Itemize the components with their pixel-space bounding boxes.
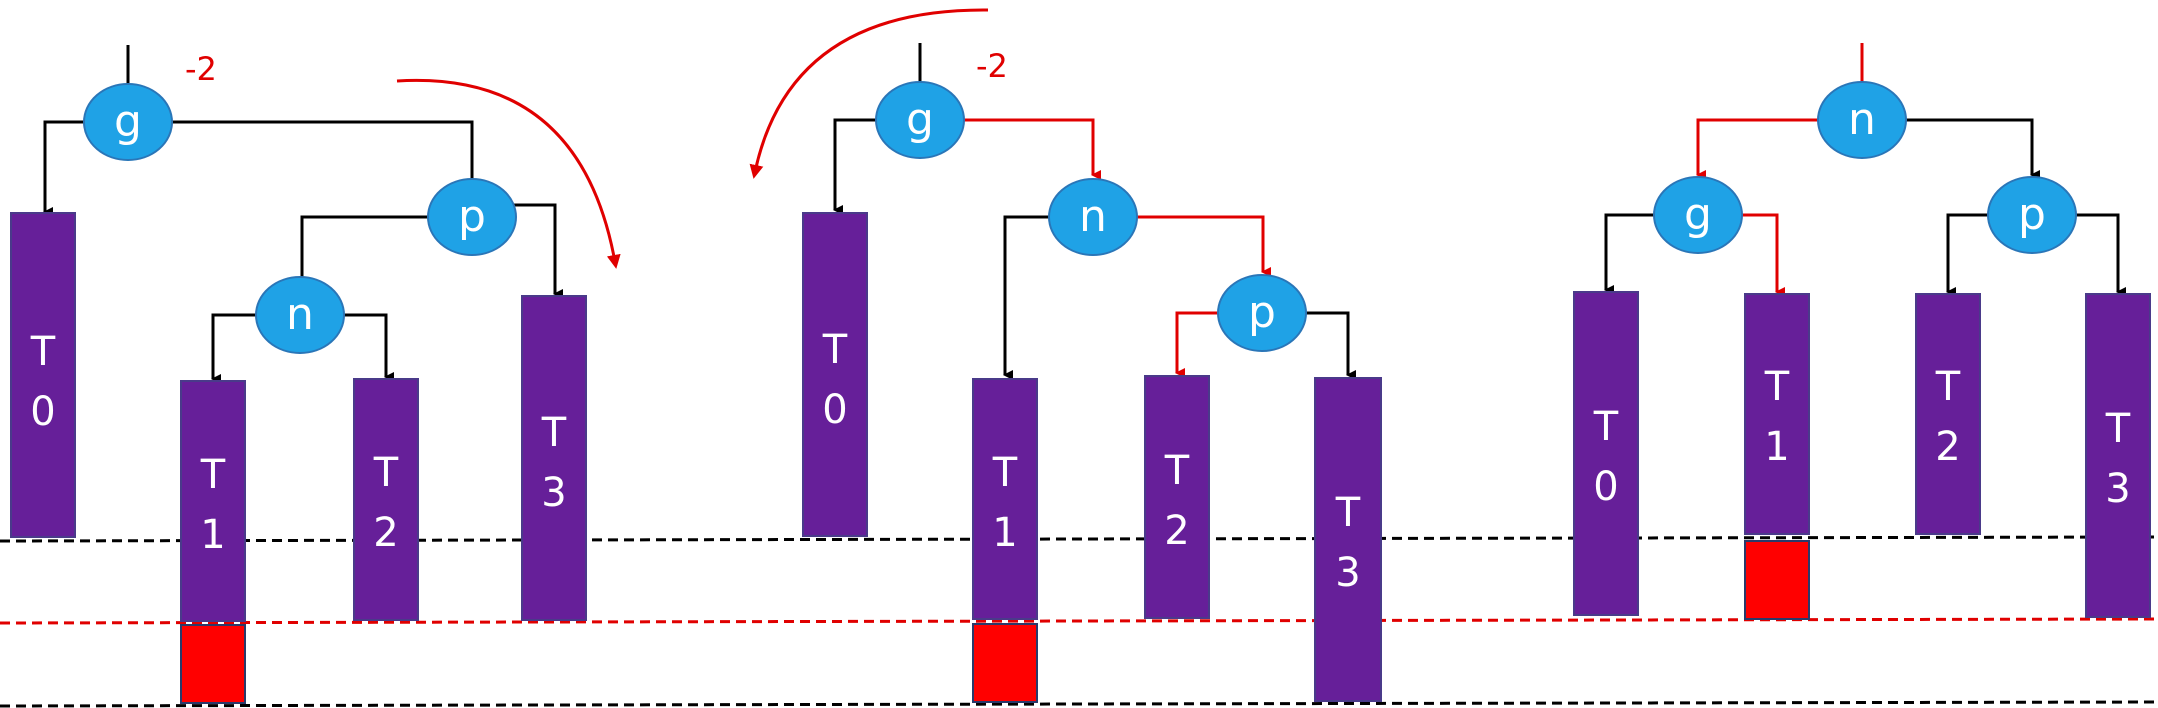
svg-text:p: p xyxy=(1248,287,1276,338)
svg-text:T: T xyxy=(541,410,567,456)
svg-text:n: n xyxy=(1079,191,1107,242)
node-p: p xyxy=(427,178,517,256)
overflow-block xyxy=(972,623,1038,703)
svg-text:1: 1 xyxy=(992,510,1017,556)
node-g: g xyxy=(875,81,965,159)
svg-text:3: 3 xyxy=(2105,466,2130,512)
svg-text:p: p xyxy=(2018,189,2046,240)
subtree-t1: T 1 xyxy=(1744,293,1810,535)
svg-text:T: T xyxy=(822,327,848,373)
svg-text:g: g xyxy=(114,96,142,147)
height-line-overflow xyxy=(0,617,2158,625)
rotate-right-arrow xyxy=(749,8,989,179)
svg-text:T: T xyxy=(373,450,399,496)
subtree-t2: T 2 xyxy=(353,378,419,621)
svg-text:g: g xyxy=(1684,189,1712,240)
panel-1: -2 T 0 T 1 T 2 T 3 g p xyxy=(10,45,621,704)
svg-text:n: n xyxy=(1848,94,1876,145)
height-line-upper xyxy=(0,535,2158,543)
svg-text:0: 0 xyxy=(1593,464,1618,510)
overflow-block xyxy=(180,624,246,704)
svg-text:p: p xyxy=(458,191,486,242)
svg-text:T: T xyxy=(2105,406,2131,452)
subtree-t0: T 0 xyxy=(10,212,76,538)
svg-text:2: 2 xyxy=(1164,508,1189,554)
node-g: g xyxy=(1653,176,1743,254)
svg-text:2: 2 xyxy=(1935,424,1960,470)
subtree-t0: T 0 xyxy=(802,212,868,537)
node-g: g xyxy=(83,83,173,161)
node-p: p xyxy=(1987,176,2077,254)
svg-text:1: 1 xyxy=(1764,424,1789,470)
height-line-lower xyxy=(0,700,2158,708)
node-n: n xyxy=(255,276,345,354)
svg-text:T: T xyxy=(1935,364,1961,410)
panel-2: -2 T 0 T 1 T 2 T 3 g n xyxy=(749,8,1382,703)
node-n: n xyxy=(1048,178,1138,256)
svg-text:T: T xyxy=(1593,404,1619,450)
subtree-t3: T 3 xyxy=(2085,293,2151,618)
subtree-t3: T 3 xyxy=(1314,377,1382,702)
subtree-t2: T 2 xyxy=(1915,293,1981,535)
svg-text:0: 0 xyxy=(822,387,847,433)
svg-text:g: g xyxy=(906,94,934,145)
subtree-t1: T 1 xyxy=(972,378,1038,620)
subtree-t0: T 0 xyxy=(1573,291,1639,616)
balance-factor: -2 xyxy=(976,47,1008,85)
svg-text:T: T xyxy=(1335,490,1361,536)
balance-factor: -2 xyxy=(185,50,217,88)
rotate-left-arrow xyxy=(396,78,621,269)
node-p: p xyxy=(1217,274,1307,352)
svg-text:T: T xyxy=(1164,448,1190,494)
subtree-t2: T 2 xyxy=(1144,375,1210,619)
svg-text:T: T xyxy=(1764,364,1790,410)
svg-text:2: 2 xyxy=(373,510,398,556)
svg-text:T: T xyxy=(992,450,1018,496)
panel-3: T 0 T 1 T 2 T 3 n g p xyxy=(1573,43,2151,620)
subtree-t1: T 1 xyxy=(180,380,246,622)
svg-text:T: T xyxy=(30,329,56,375)
svg-text:T: T xyxy=(200,452,226,498)
svg-text:1: 1 xyxy=(200,512,225,558)
overflow-block xyxy=(1744,540,1810,620)
svg-text:n: n xyxy=(286,289,314,340)
node-n: n xyxy=(1817,81,1907,159)
svg-text:3: 3 xyxy=(1335,550,1360,596)
svg-text:3: 3 xyxy=(541,470,566,516)
svg-text:0: 0 xyxy=(30,389,55,435)
subtree-t3: T 3 xyxy=(521,295,587,621)
